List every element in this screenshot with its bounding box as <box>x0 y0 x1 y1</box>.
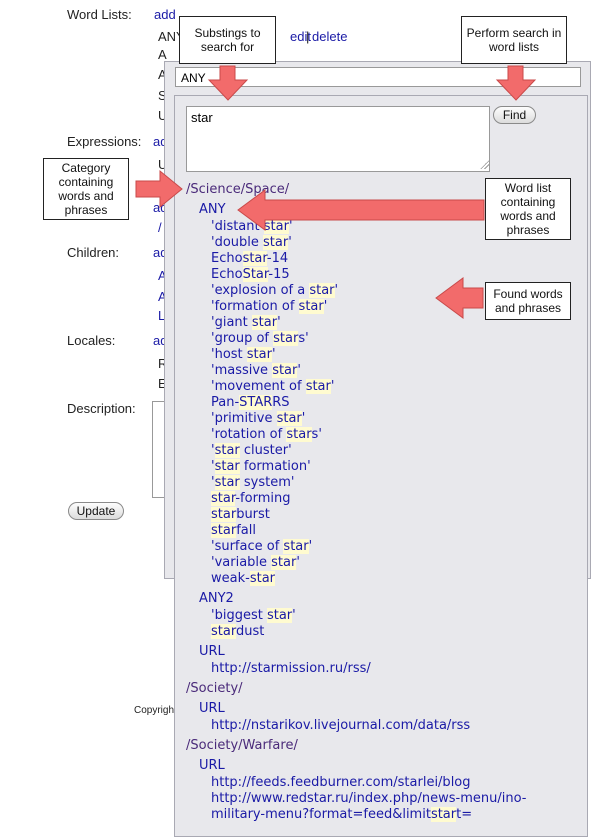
update-button[interactable]: Update <box>68 502 124 520</box>
match-highlight: star <box>430 807 457 822</box>
result-phrase[interactable]: 'formation of star' <box>211 299 328 314</box>
match-highlight: star <box>298 299 324 314</box>
locale-row-partial: E <box>158 376 167 391</box>
expressions-add-link[interactable]: ad <box>153 134 168 149</box>
substring-query-textarea[interactable]: star <box>186 106 490 172</box>
result-phrase[interactable]: 'group of stars' <box>211 331 309 346</box>
match-highlight: star <box>211 491 236 506</box>
word-list-row-partial: A <box>158 67 167 82</box>
result-phrase[interactable]: 'host star' <box>211 347 276 362</box>
result-phrase[interactable]: 'star formation' <box>211 459 311 474</box>
result-phrase[interactable]: 'distant star' <box>211 219 293 234</box>
match-highlight: star <box>246 347 272 362</box>
result-phrase[interactable]: Pan-STARRS <box>211 395 290 410</box>
word-lists-add-link[interactable]: add <box>154 7 176 22</box>
result-phrase[interactable]: 'primitive star' <box>211 411 306 426</box>
result-phrase[interactable]: 'double star' <box>211 235 292 250</box>
locales-add-link[interactable]: ad <box>153 333 168 348</box>
match-highlight: star <box>251 315 278 330</box>
word-list-row-partial: U <box>158 108 168 123</box>
result-phrase[interactable]: 'star cluster' <box>211 443 292 458</box>
match-highlight: star <box>283 539 309 554</box>
match-highlight: star <box>266 608 293 623</box>
word-list-separator: | <box>306 29 310 44</box>
children-add-link[interactable]: ad <box>153 245 168 260</box>
match-highlight: star <box>214 475 240 490</box>
result-phrase[interactable]: http://starmission.ru/rss/ <box>211 661 371 676</box>
resize-grip-icon[interactable] <box>480 160 489 169</box>
child-row-partial[interactable]: L <box>158 308 166 323</box>
result-phrase[interactable]: starburst <box>211 507 270 522</box>
match-highlight: star <box>263 219 289 234</box>
callout-found-words: Found words and phrases <box>485 282 571 320</box>
locales-label: Locales: <box>67 333 116 348</box>
result-phrase[interactable]: 'movement of star' <box>211 379 335 394</box>
word-list-edit-link[interactable]: edit <box>290 29 311 44</box>
match-highlight: star <box>242 251 267 266</box>
word-list-delete-link[interactable]: delete <box>312 29 348 44</box>
match-highlight: star <box>214 443 240 458</box>
match-highlight: star <box>211 507 237 522</box>
match-highlight: star <box>211 624 236 639</box>
word-list-row-partial: S <box>158 88 167 103</box>
result-word-list[interactable]: URL <box>199 758 225 773</box>
result-phrase[interactable]: 'surface of star' <box>211 539 313 554</box>
result-phrase[interactable]: 'rotation of stars' <box>211 427 322 442</box>
result-phrase[interactable]: star-forming <box>211 491 291 506</box>
find-button[interactable]: Find <box>493 106 536 124</box>
result-word-list[interactable]: ANY <box>199 202 226 217</box>
match-highlight: star <box>305 379 331 394</box>
result-phrase[interactable]: stardust <box>211 624 265 639</box>
word-list-row-partial: ANY <box>158 29 185 44</box>
match-highlight: star <box>249 571 276 586</box>
result-category[interactable]: /Society/Warfare/ <box>186 738 298 753</box>
result-category[interactable]: /Science/Space/ <box>186 182 290 197</box>
match-highlight: STAR <box>239 395 273 410</box>
child-row-partial[interactable]: A <box>158 268 167 283</box>
child-row-partial[interactable]: A <box>158 289 167 304</box>
result-phrase[interactable]: 'variable star' <box>211 555 300 570</box>
word-list-row-partial: A <box>158 47 167 62</box>
result-phrase[interactable]: 'star system' <box>211 475 295 490</box>
locale-row-partial: R <box>158 356 168 371</box>
result-phrase[interactable]: http://www.redstar.ru/index.php/news-men… <box>211 791 527 806</box>
result-phrase[interactable]: EchoStar-15 <box>211 267 290 282</box>
result-phrase[interactable]: Echostar-14 <box>211 251 289 266</box>
expression-row-partial: U <box>158 157 168 172</box>
result-phrase[interactable]: weak-star <box>211 571 276 586</box>
result-word-list[interactable]: ANY2 <box>199 591 234 606</box>
expression-row-partial[interactable]: / <box>158 220 162 235</box>
result-phrase[interactable]: 'giant star' <box>211 315 281 330</box>
result-phrase[interactable]: starfall <box>211 523 256 538</box>
match-highlight: Star <box>242 267 269 282</box>
match-highlight: star <box>214 459 240 474</box>
result-phrase[interactable]: http://nstarikov.livejournal.com/data/rs… <box>211 718 471 733</box>
result-word-list[interactable]: URL <box>199 701 225 716</box>
copyright-text: Copyrigh <box>134 705 175 716</box>
callout-category: Category containing words and phrases <box>43 158 129 220</box>
result-phrase[interactable]: 'massive star' <box>211 363 301 378</box>
expressions-label: Expressions: <box>67 134 142 149</box>
result-word-list[interactable]: URL <box>199 644 225 659</box>
match-highlight: star <box>272 363 298 378</box>
description-label: Description: <box>67 401 136 416</box>
result-phrase[interactable]: http://feeds.feedburner.com/starlei/blog <box>211 775 471 790</box>
children-label: Children: <box>67 245 120 260</box>
match-highlight: star <box>286 427 312 442</box>
match-highlight: star <box>273 331 299 346</box>
match-highlight: star <box>271 555 297 570</box>
result-phrase[interactable]: 'biggest star' <box>211 608 296 623</box>
word-list-filter-input[interactable]: ANY <box>175 67 581 87</box>
match-highlight: star <box>211 523 237 538</box>
callout-word-list: Word list containing words and phrases <box>485 178 571 240</box>
callout-substrings: Substings to search for <box>179 16 276 64</box>
match-highlight: star <box>309 283 335 298</box>
match-highlight: star <box>263 235 289 250</box>
callout-perform-search: Perform search in word lists <box>461 16 567 64</box>
result-phrase[interactable]: military-menu?format=feed&limitstart= <box>211 807 473 822</box>
word-lists-label: Word Lists: <box>67 7 132 22</box>
match-highlight: star <box>276 411 302 426</box>
result-category[interactable]: /Society/ <box>186 681 243 696</box>
result-phrase[interactable]: 'explosion of a star' <box>211 283 339 298</box>
